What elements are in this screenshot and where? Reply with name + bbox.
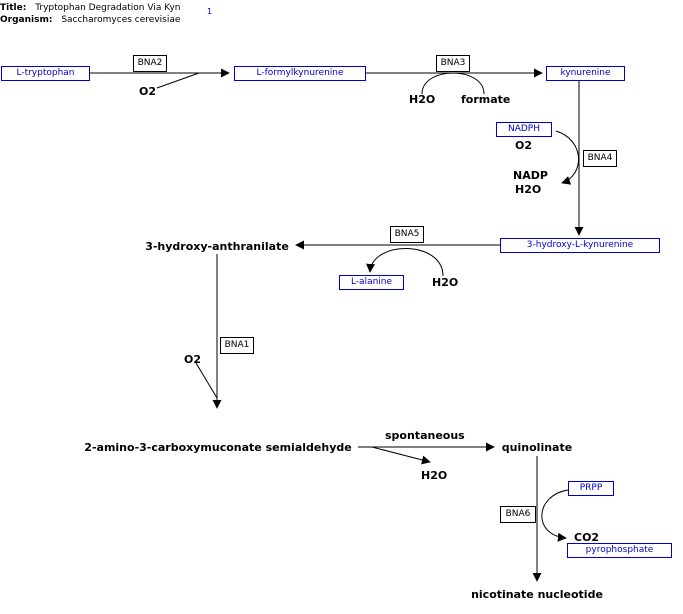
h2o-alanine-curve: [366, 248, 444, 277]
title-value: Tryptophan Degradation Via Kyn: [35, 3, 181, 13]
label-o2-2: O2: [515, 139, 533, 152]
o2-side-line-3: [195, 362, 218, 399]
label-co2: CO2: [574, 531, 600, 544]
label-nadp: NADP: [513, 169, 548, 182]
metabolite-prpp[interactable]: PRPP: [568, 481, 614, 496]
metabolite-kynurenine[interactable]: kynurenine: [546, 66, 625, 81]
compound-nicotinate-nucleotide: nicotinate nucleotide: [471, 588, 603, 601]
prpp-curve: [541, 489, 569, 542]
metabolite-l-alanine[interactable]: L-alanine: [339, 275, 404, 290]
organism-label: Organism:: [0, 15, 53, 25]
organism-value: Saccharomyces cerevisiae: [61, 15, 181, 25]
compound-amino-carboxymuconate-semialdehyde: 2-amino-3-carboxymuconate semialdehyde: [84, 441, 352, 454]
label-o2-3: O2: [184, 353, 202, 366]
nadph-curve: [555, 130, 579, 185]
title-label: Title:: [0, 3, 27, 13]
arrow-semialdehyde-h2o: [371, 446, 431, 465]
o2-side-line-1: [156, 72, 200, 89]
label-h2o-2: H2O: [515, 183, 542, 196]
h2o-formate-curve: [421, 72, 485, 95]
pathway-organism: Organism: Saccharomyces cerevisiae: [0, 15, 180, 25]
metabolite-nadph[interactable]: NADPH: [496, 122, 552, 137]
page-link[interactable]: 1: [207, 7, 213, 16]
compound-quinolinate: quinolinate: [501, 441, 573, 454]
metabolite-l-formylkynurenine[interactable]: L-formylkynurenine: [234, 66, 366, 81]
gene-bna2[interactable]: BNA2: [133, 55, 167, 72]
gene-bna5[interactable]: BNA5: [390, 226, 424, 243]
metabolite-l-tryptophan[interactable]: L-tryptophan: [1, 66, 90, 81]
label-h2o-4: H2O: [421, 469, 448, 482]
compound-3-hydroxy-anthranilate: 3-hydroxy-anthranilate: [145, 240, 289, 253]
metabolite-3-hydroxy-l-kynurenine[interactable]: 3-hydroxy-L-kynurenine: [500, 238, 660, 253]
label-formate: formate: [461, 93, 511, 106]
label-o2-1: O2: [139, 85, 157, 98]
gene-bna6[interactable]: BNA6: [500, 506, 536, 523]
pathway-title: Title: Tryptophan Degradation Via Kyn: [0, 3, 181, 13]
label-h2o-1: H2O: [409, 93, 436, 106]
gene-bna3[interactable]: BNA3: [436, 55, 470, 72]
metabolite-pyrophosphate[interactable]: pyrophosphate: [567, 543, 672, 558]
gene-bna1[interactable]: BNA1: [220, 337, 254, 354]
label-h2o-3: H2O: [432, 276, 459, 289]
label-spontaneous: spontaneous: [385, 429, 465, 442]
gene-bna4[interactable]: BNA4: [583, 150, 617, 167]
